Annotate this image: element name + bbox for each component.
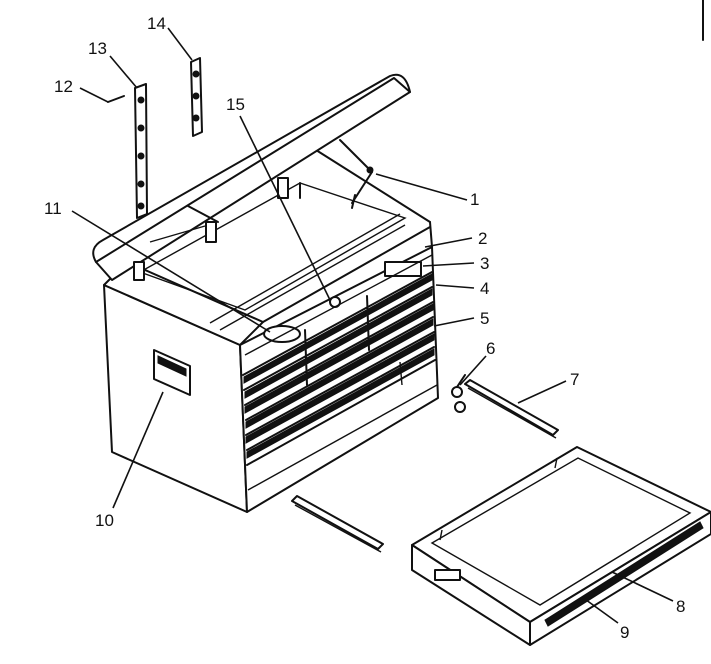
key [451,374,466,413]
callout-6: 6 [486,339,495,358]
callout-1: 1 [470,190,479,209]
callout-5: 5 [480,309,489,328]
callout-7: 7 [570,370,579,389]
drawers [242,254,438,491]
drawer-slide-right [464,379,559,439]
callout-3: 3 [480,254,489,273]
callout-labels: 1 2 3 4 5 6 7 8 9 10 11 12 13 14 15 [44,14,685,642]
leader-lines [71,27,674,624]
callout-2: 2 [478,229,487,248]
callout-10: 10 [95,511,114,530]
hinge [277,177,289,199]
lid [92,73,411,281]
drawer-slide-left [291,495,384,553]
till-strip-right [190,57,203,137]
drawer [411,446,711,646]
callout-15: 15 [226,95,245,114]
callout-9: 9 [620,623,629,642]
side-handle [153,349,191,396]
lid-stay [339,139,374,204]
callout-11: 11 [44,199,62,218]
screw [107,95,125,103]
callout-13: 13 [88,39,107,58]
callout-14: 14 [147,14,166,33]
callout-12: 12 [54,77,73,96]
callout-4: 4 [480,279,489,298]
hinge [205,221,217,243]
hinge [133,261,145,281]
till-strip-left [134,83,148,219]
callout-8: 8 [676,597,685,616]
